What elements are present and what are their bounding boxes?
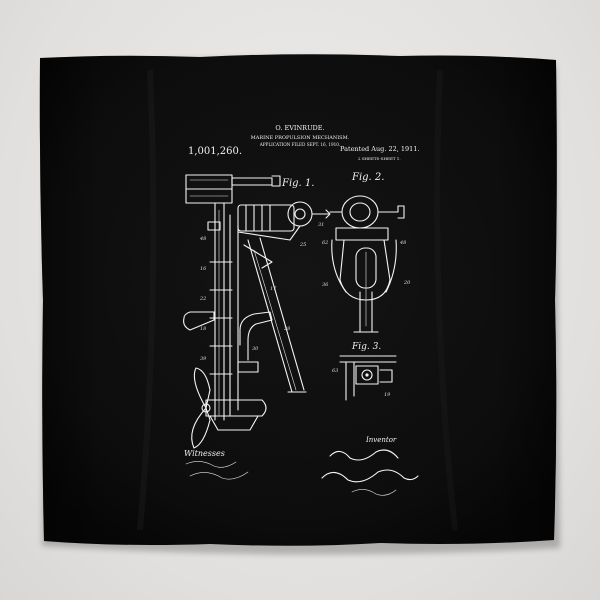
fold-line: [137, 69, 157, 531]
svg-text:22: 22: [199, 296, 206, 302]
patent-number: 1,001,260.: [188, 146, 242, 157]
fig3-drawing: 63 19: [332, 355, 397, 401]
svg-text:16: 16: [200, 266, 207, 272]
fig1-drawing: 48 16 22 18 39 17 28 30 31 25: [183, 174, 331, 449]
svg-text:62: 62: [322, 240, 328, 246]
inventor-label: Inventor: [365, 436, 397, 444]
fold-line: [434, 69, 458, 531]
witnesses-block: Witnesses: [184, 449, 249, 480]
sheets-label: 2 SHEETS-SHEET 1.: [358, 156, 401, 161]
svg-text:39: 39: [200, 356, 207, 362]
svg-text:31: 31: [318, 222, 324, 228]
svg-text:48: 48: [199, 236, 206, 242]
witnesses-label: Witnesses: [184, 449, 225, 458]
svg-text:36: 36: [322, 282, 329, 288]
inventor-block: Inventor: [321, 436, 419, 496]
svg-text:25: 25: [299, 242, 306, 248]
svg-text:30: 30: [252, 346, 259, 352]
svg-text:19: 19: [384, 392, 391, 398]
fig3-label: Fig. 3.: [351, 342, 381, 352]
fig2-label: Fig. 2.: [351, 172, 384, 183]
tapestry-folds: [39, 54, 557, 546]
patent-title: MARINE PROPULSION MECHANISM.: [251, 135, 350, 141]
fig1-label: Fig. 1.: [281, 178, 314, 189]
patented-date: Patented Aug. 22, 1911.: [340, 145, 419, 153]
svg-text:20: 20: [403, 280, 411, 286]
svg-text:48: 48: [399, 240, 406, 246]
svg-text:63: 63: [332, 368, 338, 374]
svg-text:18: 18: [200, 326, 206, 332]
application-filed: APPLICATION FILED SEPT. 16, 1910.: [259, 142, 341, 147]
svg-text:28: 28: [283, 326, 290, 332]
fig2-drawing: 62 48 20 36: [322, 195, 411, 333]
inventor-name: O. EVINRUDE.: [275, 124, 324, 132]
svg-text:17: 17: [270, 286, 277, 292]
